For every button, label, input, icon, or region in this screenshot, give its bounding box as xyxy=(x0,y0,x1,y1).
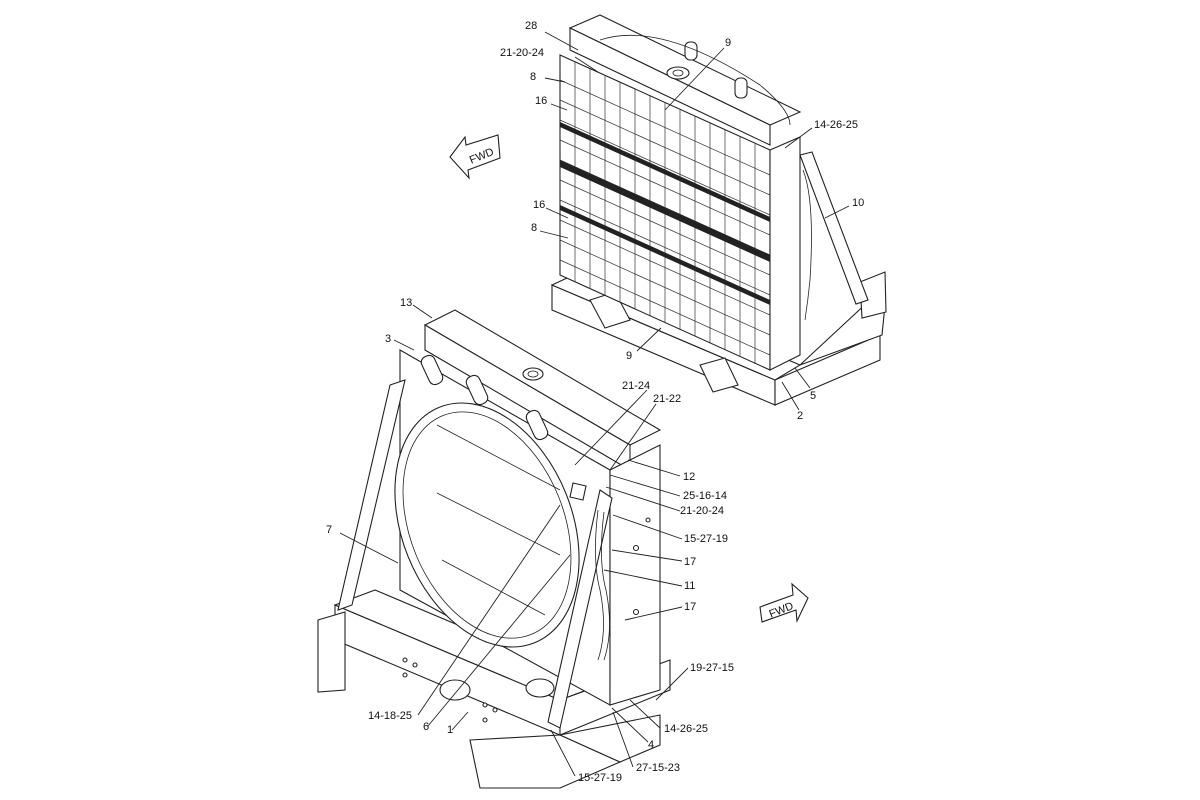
callout-5: 5 xyxy=(810,390,816,402)
callout-17-upper: 17 xyxy=(684,556,696,568)
callout-4: 4 xyxy=(648,739,654,751)
callout-3: 3 xyxy=(385,333,391,345)
callout-6: 6 xyxy=(423,721,429,733)
leader-lines xyxy=(339,31,850,777)
callout-21-24: 21-24 xyxy=(622,380,650,392)
callout-13: 13 xyxy=(400,297,412,309)
callout-8-upper: 8 xyxy=(530,71,536,83)
callout-7: 7 xyxy=(326,524,332,536)
callout-12: 12 xyxy=(683,471,695,483)
fwd-arrow-upper: FWD xyxy=(449,134,501,180)
lower-hose xyxy=(595,509,610,661)
callout-1: 1 xyxy=(447,724,453,736)
callout-17-lower: 17 xyxy=(684,601,696,613)
callout-16-upper: 16 xyxy=(535,95,547,107)
callout-14-26-25-lower: 14-26-25 xyxy=(664,723,708,735)
callout-21-20-24-lower: 21-20-24 xyxy=(680,505,724,517)
upper-radiator-screen xyxy=(559,54,801,371)
callout-25-16-14: 25-16-14 xyxy=(683,490,727,502)
callout-10: 10 xyxy=(852,197,864,209)
callout-16-lower-screen: 16 xyxy=(533,199,545,211)
upper-side-brace xyxy=(799,151,869,321)
callout-15-27-19-upper: 15-27-19 xyxy=(684,533,728,545)
upper-top-tank xyxy=(568,14,802,146)
callout-2: 2 xyxy=(797,410,803,422)
lower-tank-pipes xyxy=(420,354,549,441)
callout-19-27-15: 19-27-15 xyxy=(690,662,734,674)
callout-15-27-19-lower: 15-27-19 xyxy=(578,772,622,784)
base-frame-holes xyxy=(402,657,498,723)
callout-8-lower-screen: 8 xyxy=(531,222,537,234)
upper-radiator-assembly xyxy=(550,14,887,406)
callout-9-upper-top: 9 xyxy=(725,37,731,49)
callout-28: 28 xyxy=(525,20,537,32)
callout-labels: 28 9 21-20-24 8 16 14-26-25 10 16 8 13 9… xyxy=(326,20,864,784)
callout-11: 11 xyxy=(684,580,695,592)
lower-diagonal-brace xyxy=(547,482,613,729)
callout-14-26-25-upper: 14-26-25 xyxy=(814,119,858,131)
callout-14-18-25: 14-18-25 xyxy=(368,710,412,722)
callout-9-upper-bottom: 9 xyxy=(626,350,632,362)
callout-27-15-23: 27-15-23 xyxy=(636,762,680,774)
callout-21-22: 21-22 xyxy=(653,393,681,405)
lower-side-brace-left xyxy=(337,379,406,611)
callout-21-20-24-upper: 21-20-24 xyxy=(500,47,544,59)
fwd-arrow-lower: FWD xyxy=(759,582,809,624)
